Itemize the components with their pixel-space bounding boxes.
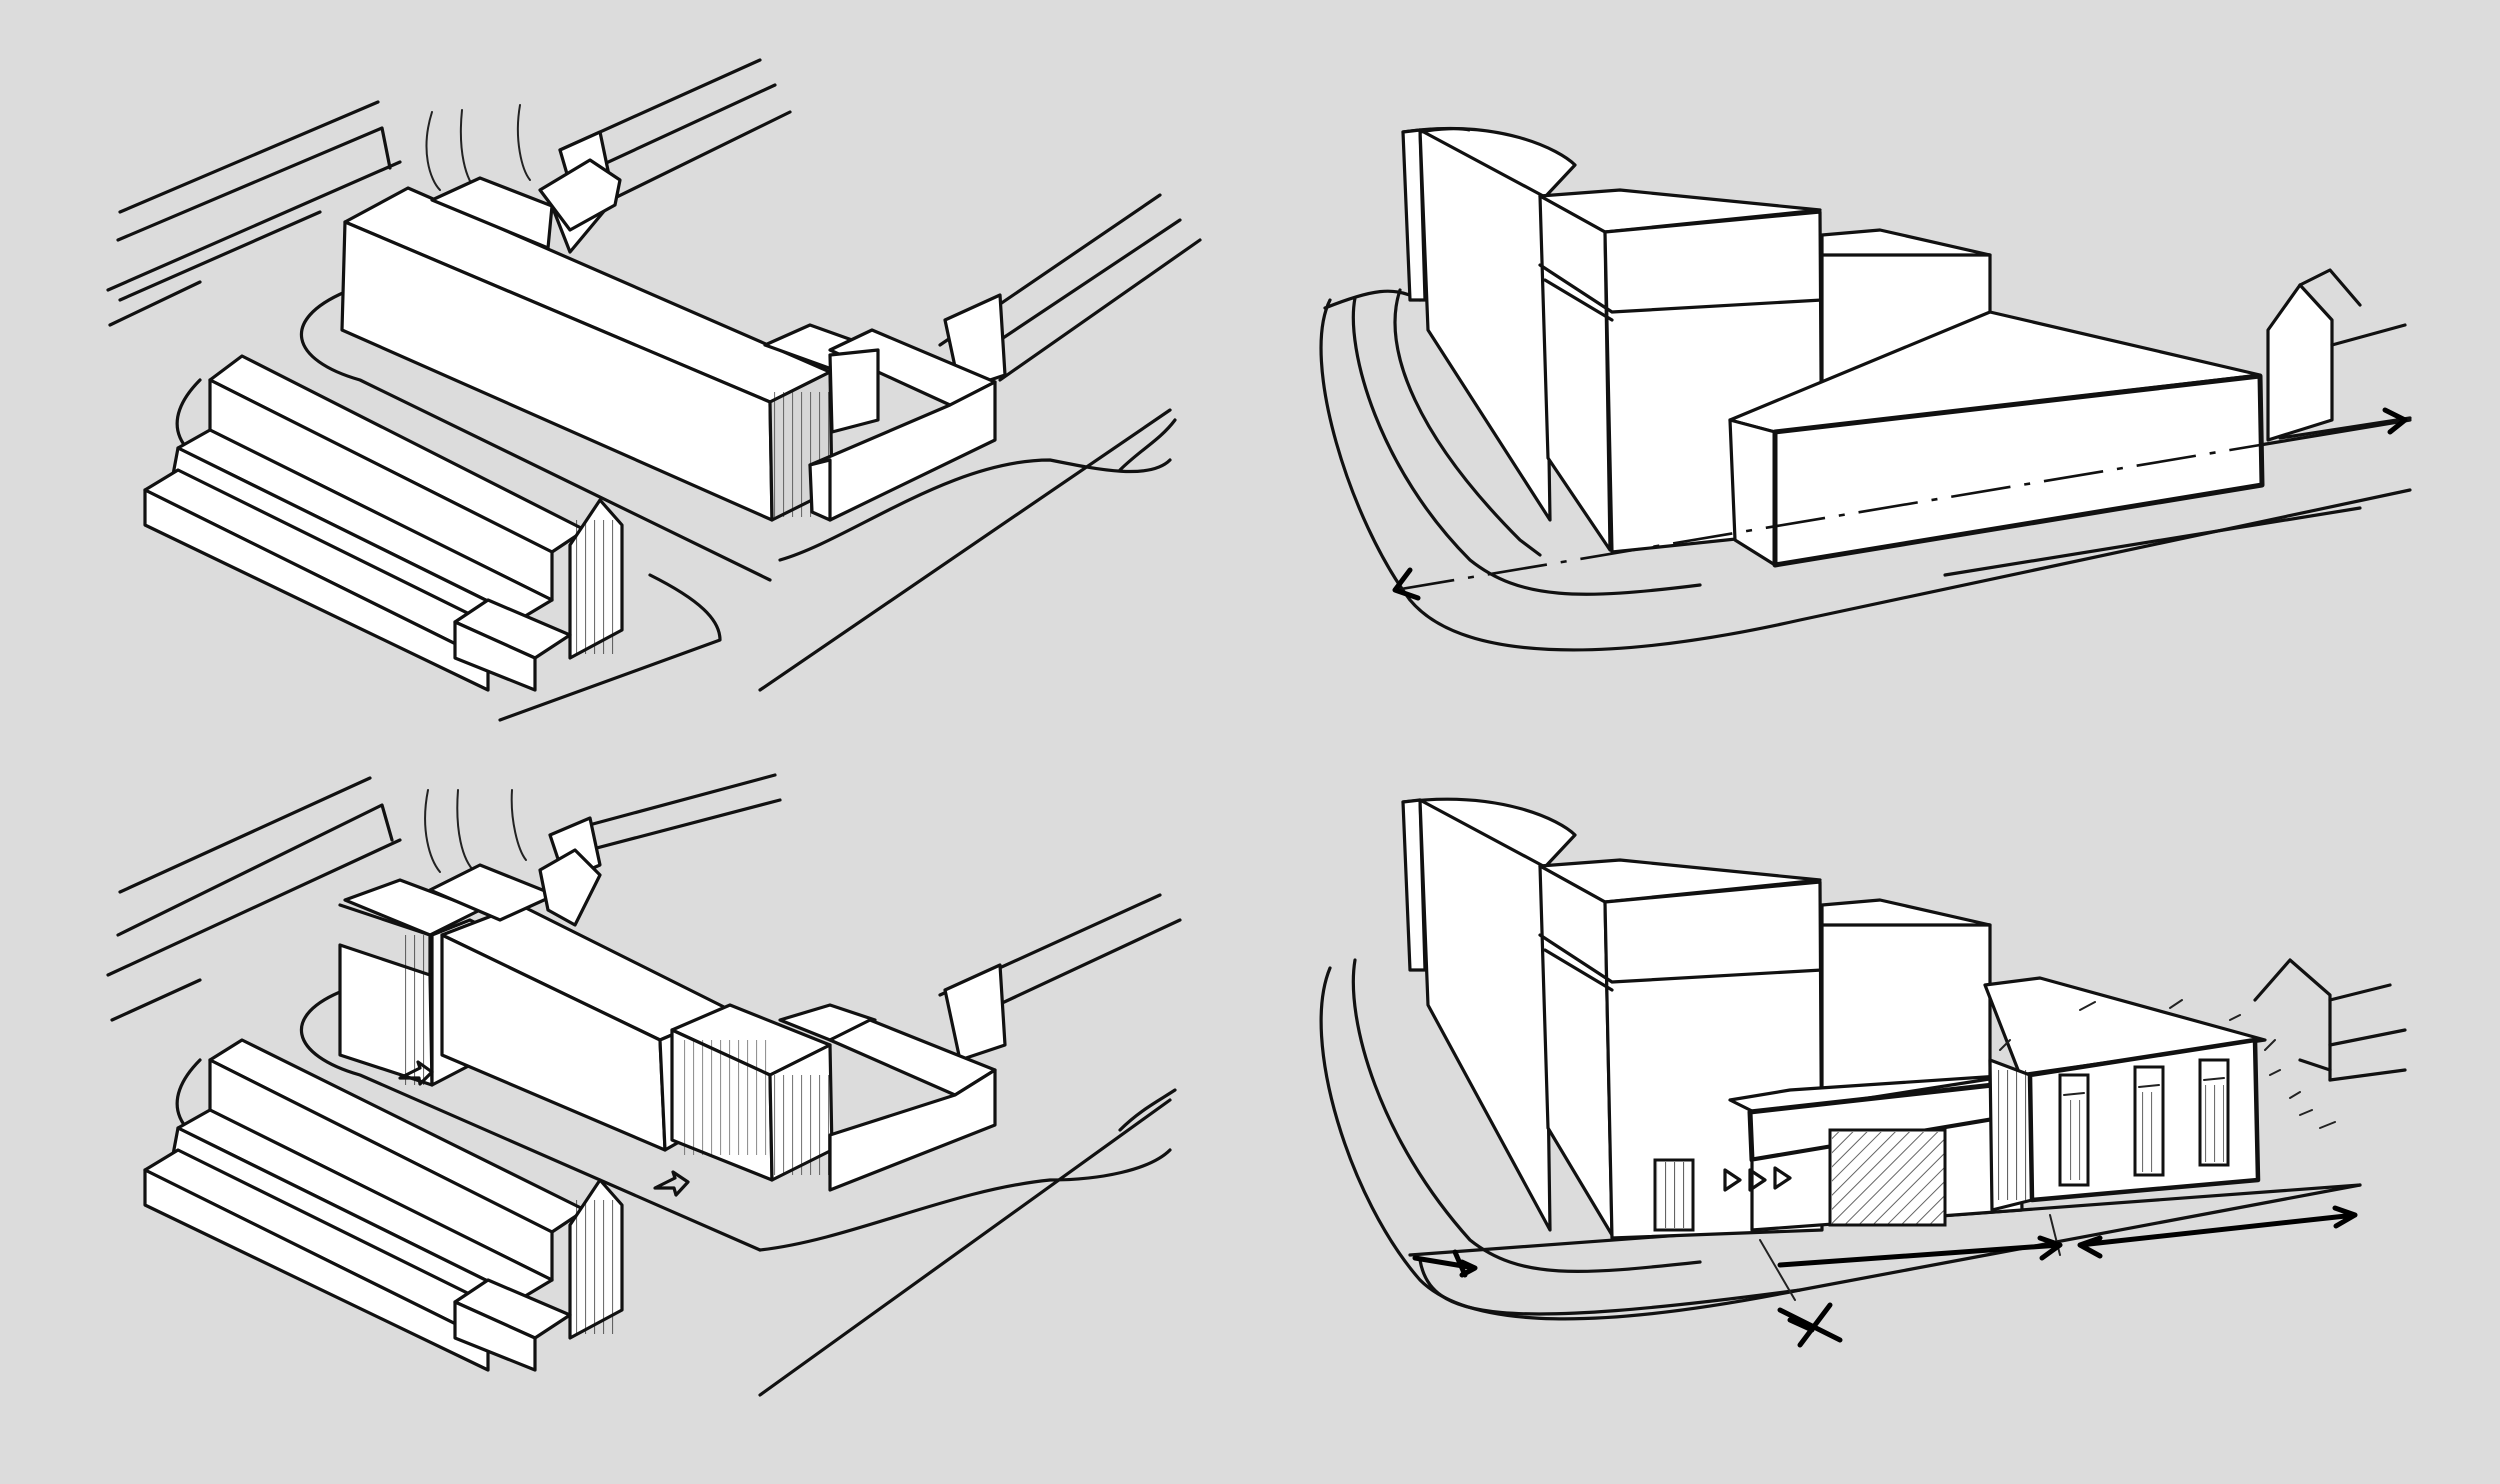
- gable-building-2: [453, 1178, 624, 1372]
- low-long-block: [1394, 310, 2412, 592]
- panel-bottom-right-street-perspective: [1319, 797, 2407, 1348]
- tall-block-middle-2: [1538, 858, 1824, 1240]
- terrace-blocks: [143, 354, 587, 692]
- panel-top-right-street-perspective: [1319, 127, 2412, 652]
- main-block: [340, 186, 834, 522]
- pavement: [1319, 288, 2412, 652]
- gable-building: [453, 498, 624, 692]
- direction-arrows: [1392, 407, 2408, 601]
- entrance-arrows: [398, 1060, 690, 1197]
- panel-bottom-left-site-axonometric: [106, 773, 1182, 1397]
- right-low-block: [763, 323, 997, 522]
- proposed-canopy-block: [1653, 1073, 2024, 1232]
- neighbour-house-dotted: [2253, 958, 2407, 1129]
- proposed-rear-blocks: [428, 848, 602, 927]
- rear-blocks: [430, 158, 622, 254]
- proposed-right-low-block: [778, 1003, 997, 1192]
- small-house: [2266, 268, 2407, 442]
- tall-block-left: [1401, 127, 1577, 522]
- tall-block-left-2: [1401, 797, 1577, 1232]
- panel-top-left-site-axonometric: [106, 58, 1202, 722]
- dimension-arrows: [1412, 1205, 2358, 1348]
- proposed-corner-block: [670, 1003, 834, 1182]
- street-lines-northwest: [106, 100, 531, 327]
- proposed-pavilion: [1983, 976, 2267, 1212]
- terrace-blocks-2: [143, 1038, 587, 1372]
